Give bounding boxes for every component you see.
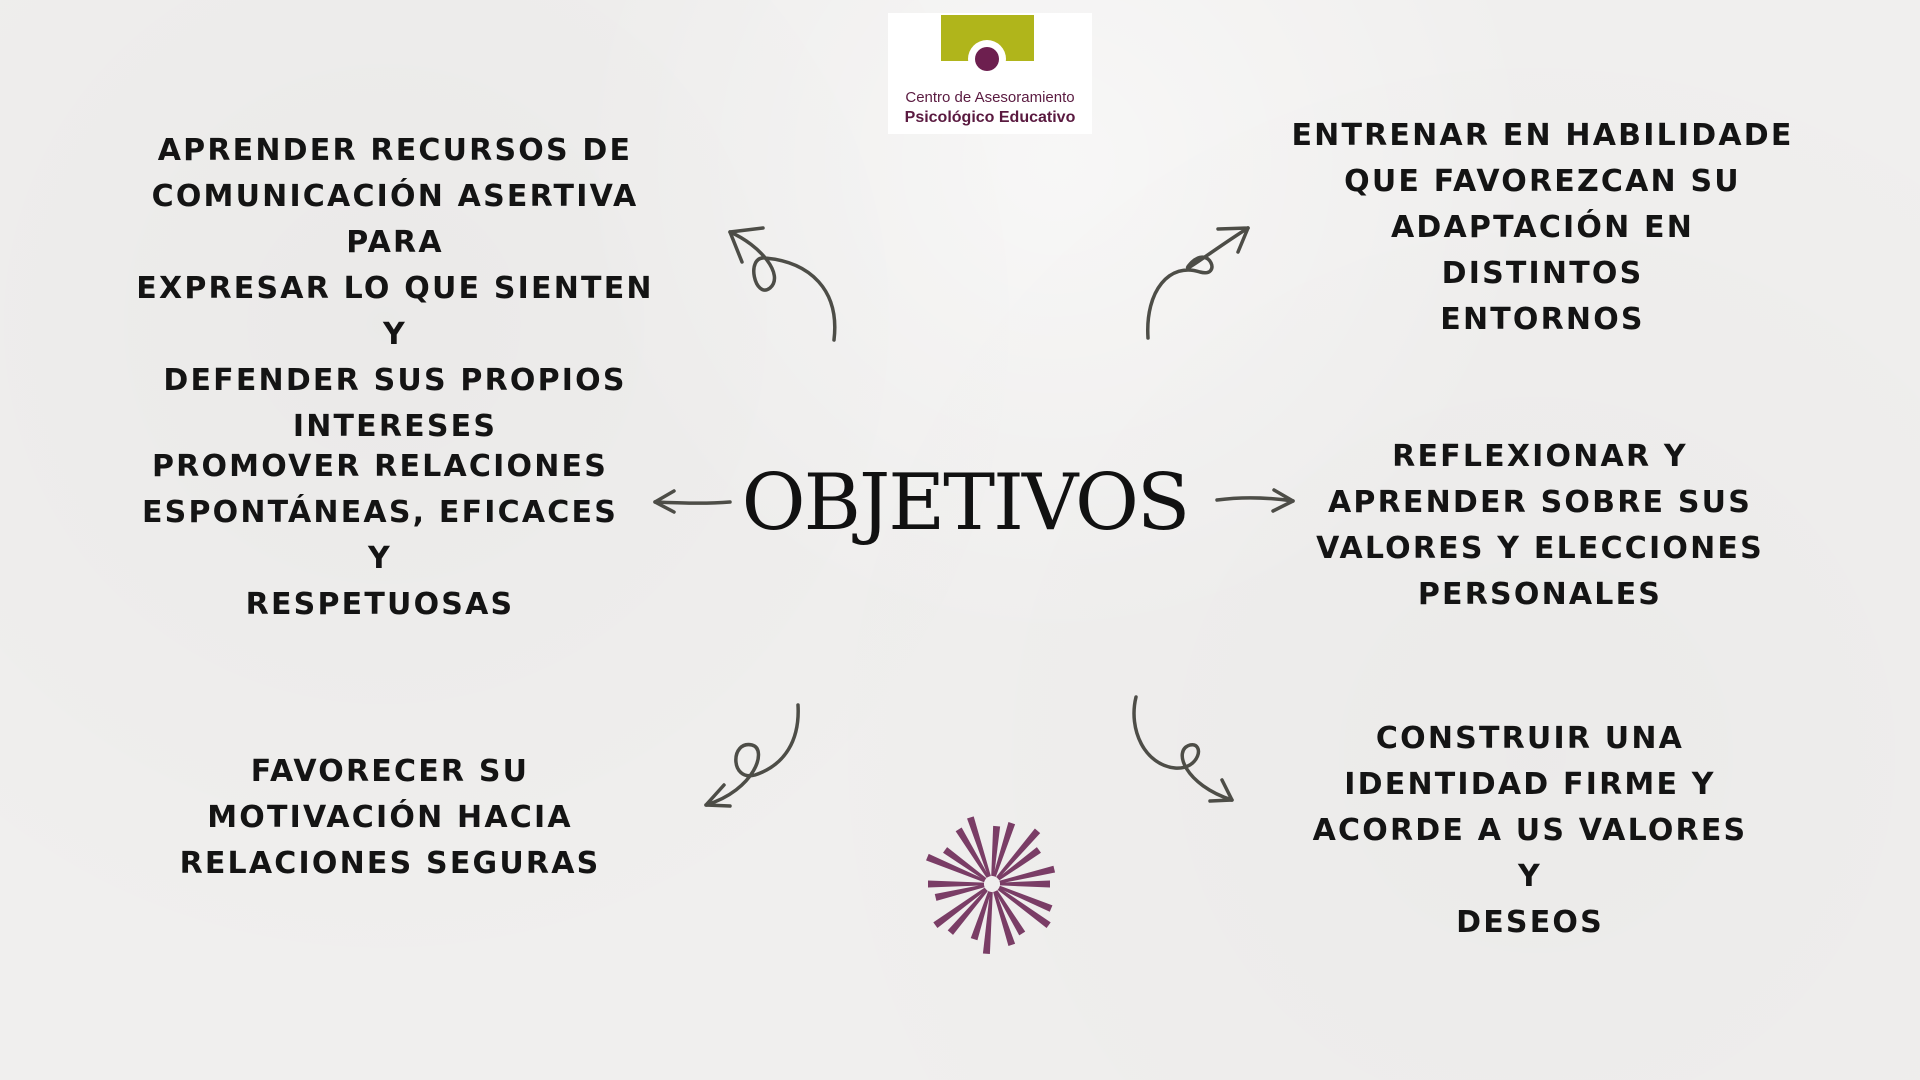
starburst-ray (1000, 880, 1050, 888)
curly-arrow-icon (728, 226, 837, 342)
diagram-title: OBJETIVOS (741, 458, 1191, 548)
starburst-ray (947, 889, 988, 935)
starburst-ray (934, 884, 985, 901)
starburst-ray (997, 847, 1041, 881)
starburst-ray (994, 890, 1026, 936)
starburst-ray (996, 828, 1041, 879)
objective-middle-left: PROMOVER RELACIONES ESPONTÁNEAS, EFICACE… (141, 449, 618, 622)
logo-text-line1: Centro de Asesoramiento (905, 89, 1075, 106)
starburst-ray (933, 887, 987, 928)
straight-arrow-icon (653, 489, 732, 514)
starburst-ray (999, 865, 1056, 884)
starburst-ray (982, 891, 993, 955)
starburst-ray (998, 885, 1053, 912)
objective-bottom-left: FAVORECER SU MOTIVACIÓN HACIA RELACIONES… (179, 754, 601, 881)
logo-dot (975, 47, 999, 71)
objective-middle-right: REFLEXIONAR Y APRENDER SOBRE SUS VALORES… (1316, 439, 1764, 612)
curly-arrow-icon (704, 703, 800, 808)
starburst-ray (967, 816, 991, 877)
starburst-ray (926, 853, 986, 883)
starburst-ray (991, 825, 1001, 877)
logo: Centro de Asesoramiento Psicológico Educ… (888, 13, 1092, 134)
starburst-ray (993, 891, 1016, 946)
starburst-ray (993, 822, 1016, 877)
starburst-ray (943, 847, 987, 881)
starburst-ray (955, 827, 990, 878)
objective-top-left: APRENDER RECURSOS DE COMUNICACIÓN ASERTI… (136, 133, 654, 444)
logo-text-line2: Psicológico Educativo (904, 109, 1076, 126)
straight-arrow-icon (1215, 488, 1295, 513)
curly-arrow-icon (1132, 695, 1234, 803)
starburst-ray (997, 887, 1051, 928)
curly-arrow-icon (1146, 226, 1250, 340)
objective-top-right: ENTRENAR EN HABILIDADE QUE FAVOREZCAN SU… (1291, 118, 1794, 337)
starburst-ray (928, 880, 984, 888)
starburst-ray (970, 891, 991, 941)
objective-bottom-right: CONSTRUIR UNA IDENTIDAD FIRME Y ACORDE A… (1312, 721, 1748, 940)
